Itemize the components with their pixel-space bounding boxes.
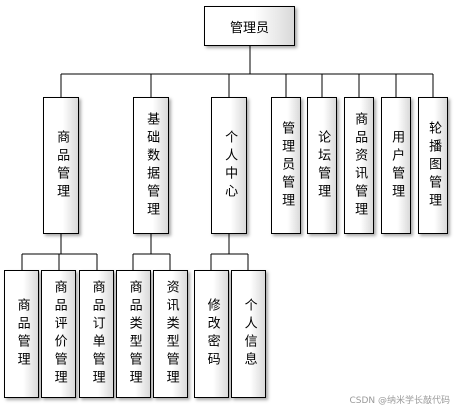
node-user-management-label: 用户管理 bbox=[389, 129, 405, 202]
node-product-management-child-label: 商品管理 bbox=[14, 298, 30, 370]
watermark-text: CSDN @纳米学长敲代码 bbox=[349, 396, 450, 406]
node-news-type-management: 资讯类型管理 bbox=[153, 270, 188, 398]
node-root-label: 管理员 bbox=[229, 20, 269, 36]
node-product-management-label: 商品管理 bbox=[54, 129, 70, 202]
node-forum-management-label: 论坛管理 bbox=[315, 129, 331, 202]
node-product-type-management-label: 商品类型管理 bbox=[126, 280, 142, 388]
node-admin-management-label: 管理员管理 bbox=[279, 120, 295, 211]
node-basic-data-management: 基础数据管理 bbox=[133, 97, 169, 234]
node-news-type-management-label: 资讯类型管理 bbox=[163, 280, 179, 388]
node-product-management: 商品管理 bbox=[43, 97, 79, 234]
node-admin-management: 管理员管理 bbox=[271, 97, 301, 234]
node-user-management: 用户管理 bbox=[381, 97, 411, 234]
node-product-news-management: 商品资讯管理 bbox=[344, 97, 374, 234]
node-product-review-management-label: 商品评价管理 bbox=[51, 280, 67, 388]
node-product-type-management: 商品类型管理 bbox=[116, 270, 151, 398]
node-personal-center-label: 个人中心 bbox=[222, 129, 238, 202]
node-personal-center: 个人中心 bbox=[211, 97, 247, 234]
node-basic-data-management-label: 基础数据管理 bbox=[144, 111, 160, 220]
node-product-order-management: 商品订单管理 bbox=[79, 270, 114, 398]
node-product-management-child: 商品管理 bbox=[4, 270, 39, 398]
node-product-news-management-label: 商品资讯管理 bbox=[352, 111, 368, 220]
node-carousel-management: 轮播图管理 bbox=[418, 97, 448, 234]
node-personal-info: 个人信息 bbox=[231, 270, 266, 398]
node-change-password: 修改密码 bbox=[194, 270, 229, 398]
node-product-review-management: 商品评价管理 bbox=[41, 270, 76, 398]
node-product-order-management-label: 商品订单管理 bbox=[89, 280, 105, 388]
node-personal-info-label: 个人信息 bbox=[241, 298, 257, 370]
node-root: 管理员 bbox=[204, 6, 295, 46]
node-carousel-management-label: 轮播图管理 bbox=[426, 120, 442, 211]
node-forum-management: 论坛管理 bbox=[307, 97, 337, 234]
node-change-password-label: 修改密码 bbox=[204, 298, 220, 370]
